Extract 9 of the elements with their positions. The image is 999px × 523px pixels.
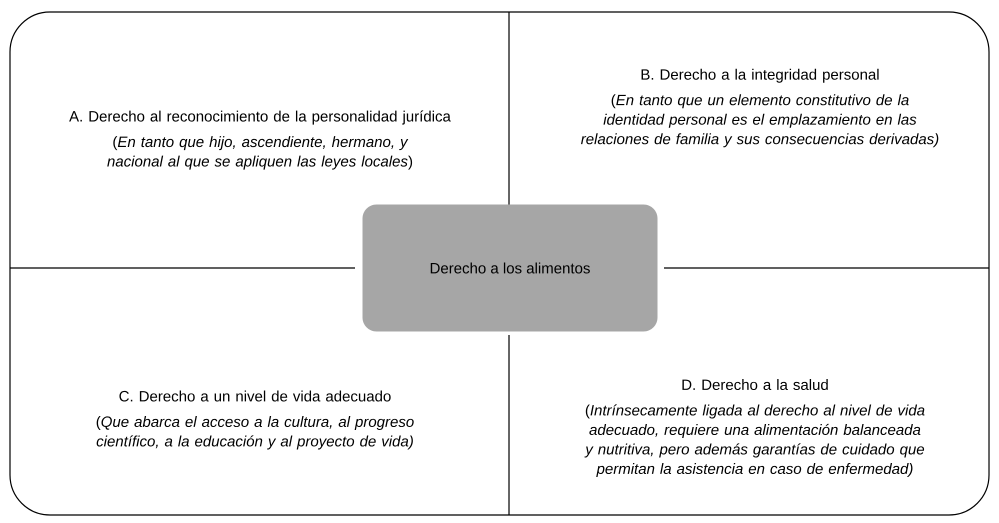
quadrant-text: (Que abarca el acceso a la cultura, al progreso científico, a la educación y al proyecto de vida) <box>96 416 414 450</box>
center-box: Derecho a los alimentos <box>362 204 658 332</box>
quadrant-heading: B. Derecho a la integridad personal <box>642 68 879 83</box>
quadrant-heading: A. Derecho al reconocimiento de la personalidad jurídica <box>69 110 451 125</box>
quadrant-text: (En tanto que hijo, ascendiente, hermano, y nacional al que se apliquen las leyes locales) <box>107 136 412 170</box>
quadrant-text: (Intrínsecamente ligada al derecho al nivel de vida adecuado, requiere una alimentación balanceada y nutritiva, pero además garantías de cuidado que permitan la asistencia en caso de enfermedad) <box>584 404 925 477</box>
quadrant-text: (En tanto que un elemento constitutivo de la identidad personal es el emplazamiento en las relaciones de familia y sus consecuencias derivadas) <box>581 94 938 148</box>
quadrant-heading: D. Derecho a la salud <box>682 379 828 390</box>
quadrant-heading: C. Derecho a un nivel de vida adecuado <box>119 390 391 402</box>
